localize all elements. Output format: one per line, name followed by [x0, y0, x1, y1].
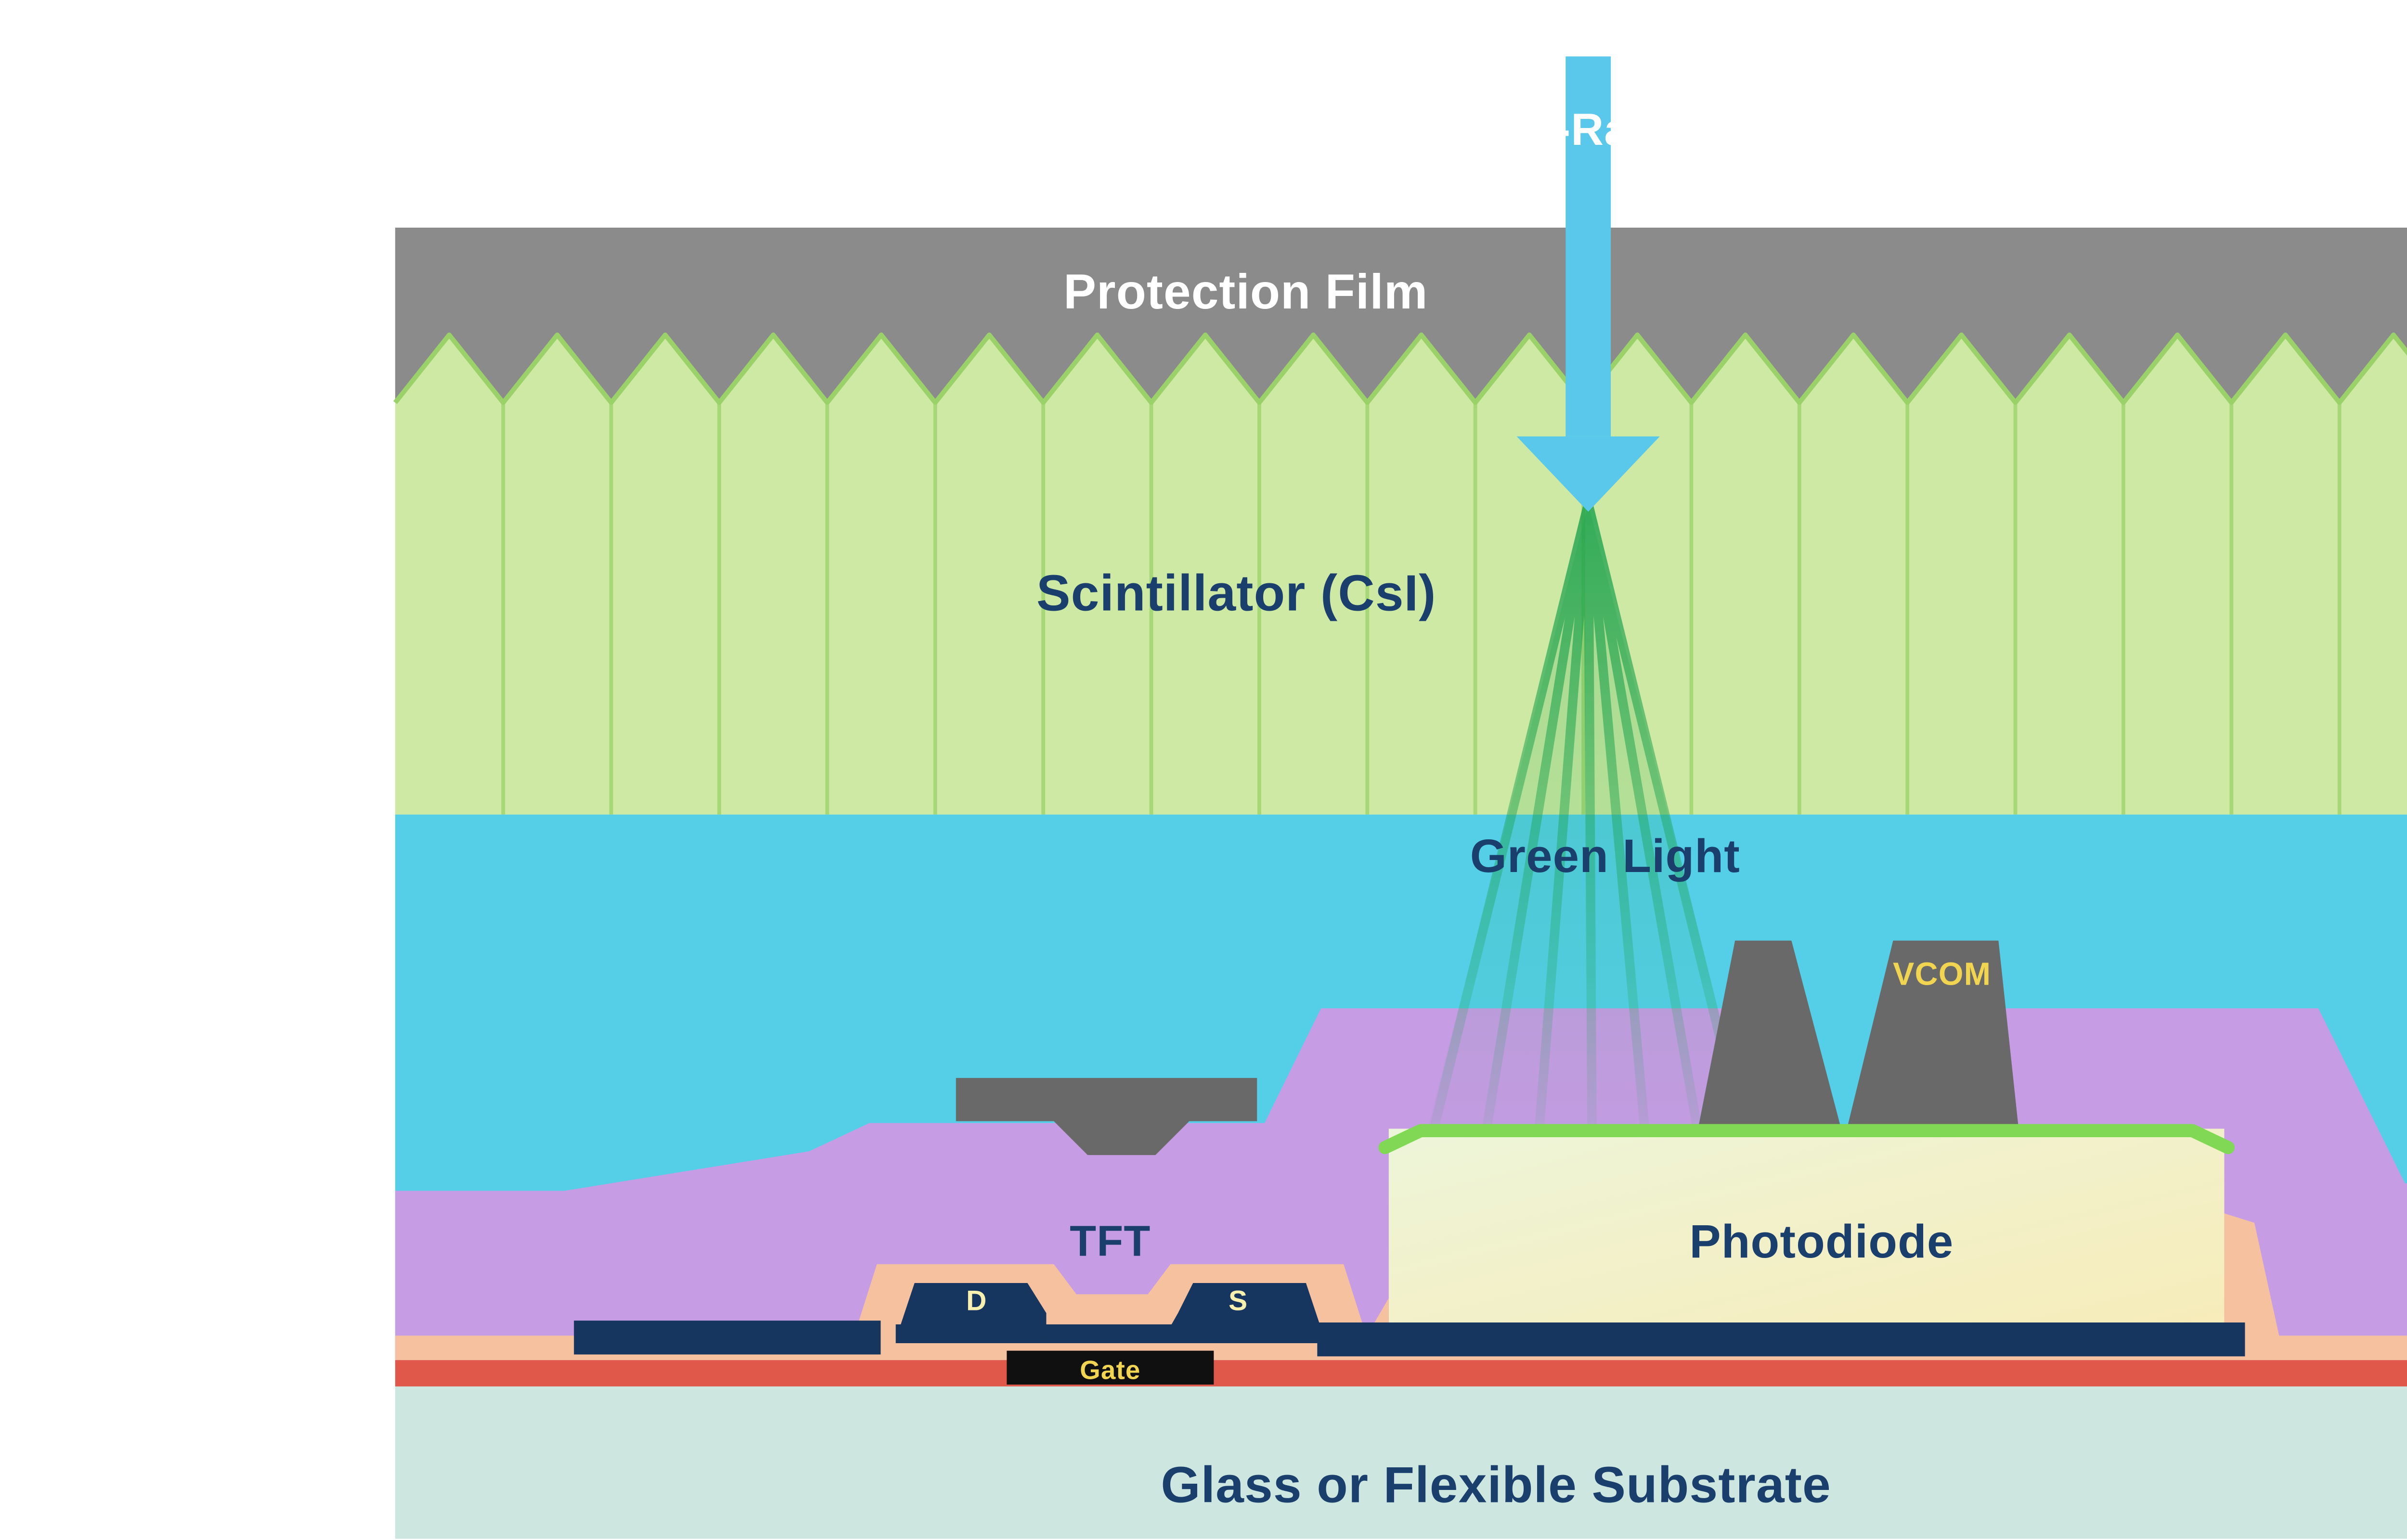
gate-electrode	[1007, 1350, 1214, 1385]
photodiode-top-contact	[1378, 1124, 2235, 1155]
scintillator-peaks	[395, 334, 2407, 403]
photodiode-label: Photodiode	[1689, 1216, 1954, 1269]
scintillator-layer	[393, 332, 2407, 815]
gate-dielectric-layer	[395, 1360, 2407, 1386]
data-line-left	[574, 1321, 881, 1355]
metal-layer	[574, 1283, 2245, 1357]
vcom-electrode	[1694, 940, 2021, 1152]
substrate-label: Glass or Flexible Substrate	[1161, 1457, 1831, 1514]
substrate-layer	[395, 1386, 2407, 1539]
gate-label: Gate	[1080, 1354, 1141, 1385]
source-electrode	[1163, 1283, 1325, 1340]
xray-arrow	[1516, 56, 1660, 512]
photodiode-body	[1378, 1124, 2235, 1328]
bias-electrode	[956, 1078, 1257, 1155]
green-light-rays	[1426, 499, 1750, 1134]
vcom-label: VCOM	[1893, 956, 1992, 992]
tft-label: TFT	[1070, 1216, 1151, 1265]
source-label: S	[1228, 1285, 1248, 1318]
photodiode-right-spacer	[2224, 1213, 2281, 1344]
data-line-right	[1317, 1322, 2245, 1357]
drain-label: D	[966, 1285, 987, 1318]
drain-electrode	[895, 1283, 1047, 1340]
protection-film-label: Protection Film	[1063, 263, 1428, 320]
xray-label: X-Ray	[1525, 105, 1656, 156]
green-light-label: Green Light	[1470, 830, 1741, 884]
scintillator-label: Scintillator (CsI)	[1036, 565, 1436, 622]
